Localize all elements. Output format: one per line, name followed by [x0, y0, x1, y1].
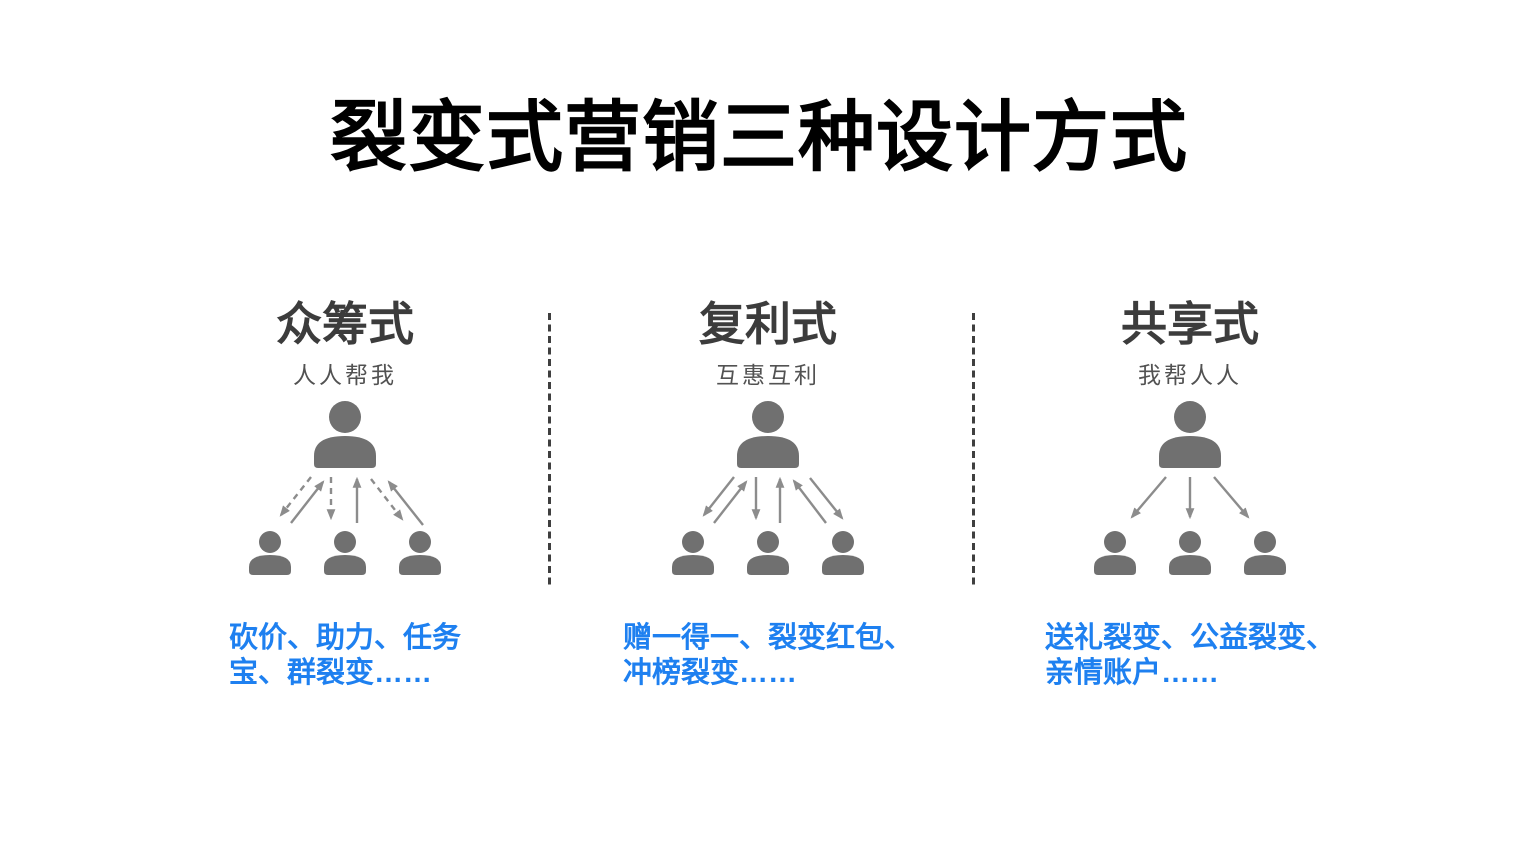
person-icon [399, 531, 441, 576]
column-subtitle: 互惠互利 [716, 361, 820, 388]
person-icon [324, 531, 366, 576]
examples-text: 砍价、助力、任务 宝、群裂变…… [228, 622, 461, 689]
person-icon [1169, 531, 1211, 576]
dashed-divider [548, 313, 551, 585]
page-title: 裂变式营销三种设计方式 [330, 95, 1188, 181]
person-icon [1094, 531, 1136, 576]
arrows [1130, 476, 1250, 520]
column-subtitle: 人人帮我 [293, 361, 397, 388]
dashed-divider [972, 313, 975, 585]
arrows [279, 476, 424, 526]
arrows [702, 476, 844, 524]
person-icon [314, 401, 376, 469]
examples-text: 送礼裂变、公益裂变、 亲情账户…… [1044, 622, 1335, 689]
compound-network-diagram [672, 401, 864, 576]
person-icon [747, 531, 789, 576]
column-subtitle: 我帮人人 [1138, 361, 1242, 388]
examples-text: 赠一得一、裂变红包、 冲榜裂变…… [622, 622, 913, 689]
column-crowdfunding: 众筹式 人人帮我 [155, 296, 535, 691]
crowdfunding-network-diagram [249, 401, 441, 576]
sharing-network-diagram [1094, 401, 1286, 576]
column-compound: 复利式 互惠互利 赠一得一、裂变红包、 冲榜裂变…… [578, 296, 958, 691]
person-icon [737, 401, 799, 469]
column-title: 复利式 [699, 298, 837, 350]
person-icon [672, 531, 714, 576]
column-sharing: 共享式 我帮人人 送礼裂变、公益裂变、 亲情账户…… [1000, 296, 1380, 691]
examples-list: 送礼裂变、公益裂变、 亲情账户…… [1000, 621, 1380, 691]
column-title: 共享式 [1121, 298, 1259, 350]
person-icon [249, 531, 291, 576]
person-icon [1159, 401, 1221, 469]
examples-list: 赠一得一、裂变红包、 冲榜裂变…… [578, 621, 958, 691]
examples-list: 砍价、助力、任务 宝、群裂变…… [155, 621, 535, 691]
column-title: 众筹式 [276, 298, 414, 350]
person-icon [822, 531, 864, 576]
person-icon [1244, 531, 1286, 576]
